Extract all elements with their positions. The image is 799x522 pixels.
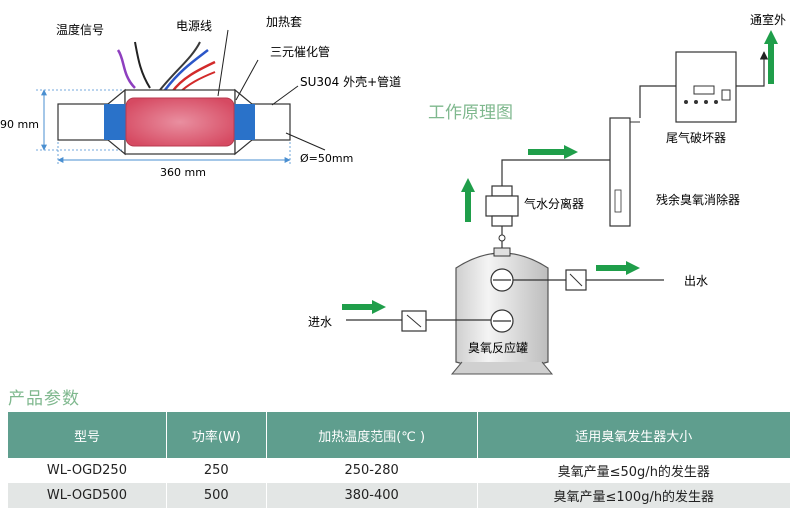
- cell-model: WL-OGD250: [8, 458, 167, 483]
- label-length: 360 mm: [160, 166, 206, 179]
- right-blue-band: [233, 104, 255, 140]
- label-shell: SU304 外壳+管道: [300, 74, 401, 89]
- left-blue-band: [104, 104, 126, 140]
- label-temp-signal: 温度信号: [56, 22, 104, 37]
- wire-power-2: [170, 60, 216, 93]
- separator-top: [491, 185, 513, 197]
- tank-legs: [450, 361, 554, 375]
- cell-power: 500: [166, 483, 267, 508]
- left-pipe: [57, 103, 109, 141]
- table-header-row: 型号 功率(W) 加热温度范围(℃ ) 适用臭氧发生器大小: [8, 412, 790, 458]
- destroyer-indicator-2: [694, 100, 698, 104]
- flow-arrow-to-eliminator: [528, 145, 578, 159]
- cell-temp-range: 380-400: [266, 483, 478, 508]
- destroyer-indicator-1: [684, 100, 688, 104]
- header-temp-range: 加热温度范围(℃ ): [266, 412, 478, 458]
- label-eliminator: 残余臭氧消除器: [656, 192, 740, 207]
- label-height: 90 mm: [0, 118, 39, 131]
- cell-generator-size: 臭氧产量≤50g/h的发生器: [477, 458, 790, 483]
- right-pipe: [251, 103, 291, 141]
- wire-temp-signal-2: [134, 41, 151, 89]
- label-destroyer: 尾气破坏器: [666, 130, 726, 145]
- separator-body: [485, 195, 519, 217]
- heater-diagram: 温度信号 电源线 加热套 三元催化管 SU304 外壳+管道 90 mm 360…: [0, 15, 401, 179]
- flow-title: 工作原理图: [428, 103, 513, 123]
- table-row: WL-OGD500 500 380-400 臭氧产量≤100g/h的发生器: [8, 483, 790, 508]
- label-heating-jacket: 加热套: [266, 15, 302, 29]
- destroyer-indicator-4: [714, 100, 718, 104]
- wire-power-4: [159, 41, 201, 91]
- label-water-in: 进水: [308, 315, 332, 329]
- outlet-flow-arrow: [596, 261, 640, 275]
- separator-bottom: [491, 215, 513, 227]
- header-model: 型号: [8, 412, 167, 458]
- params-table: 型号 功率(W) 加热温度范围(℃ ) 适用臭氧发生器大小 WL-OGD250 …: [8, 412, 790, 508]
- diagram-area: 温度信号 电源线 加热套 三元催化管 SU304 外壳+管道 90 mm 360…: [0, 12, 786, 375]
- wire-temp-signal-1: [116, 49, 136, 89]
- destroyer-display: [693, 85, 715, 95]
- cell-temp-range: 250-280: [266, 458, 478, 483]
- destroyer-indicator-3: [704, 100, 708, 104]
- heating-jacket-shape: [125, 97, 235, 147]
- cell-power: 250: [166, 458, 267, 483]
- wire-power-1: [164, 49, 209, 91]
- label-tank: 臭氧反应罐: [468, 340, 528, 355]
- header-generator-size: 适用臭氧发生器大小: [477, 412, 790, 458]
- destroyer-switch: [721, 89, 731, 101]
- label-catalyst-tube: 三元催化管: [270, 44, 330, 59]
- flow-diagram: 工作原理图 通室外 尾气破坏器 残余臭氧消除器 气水分离器: [308, 12, 786, 375]
- label-outdoor: 通室外: [750, 12, 786, 27]
- flow-arrow-up-left: [461, 178, 475, 222]
- section-title-params: 产品参数: [8, 389, 80, 409]
- label-diameter: Ø=50mm: [300, 152, 353, 165]
- label-power-line: 电源线: [176, 19, 212, 33]
- table-row: WL-OGD250 250 250-280 臭氧产量≤50g/h的发生器: [8, 458, 790, 483]
- cell-generator-size: 臭氧产量≤100g/h的发生器: [477, 483, 790, 508]
- inlet-flow-arrow: [342, 300, 386, 314]
- label-water-out: 出水: [684, 274, 708, 288]
- cell-model: WL-OGD500: [8, 483, 167, 508]
- header-power: 功率(W): [166, 412, 267, 458]
- label-separator: 气水分离器: [524, 196, 584, 211]
- outdoor-flow-arrow: [764, 30, 778, 84]
